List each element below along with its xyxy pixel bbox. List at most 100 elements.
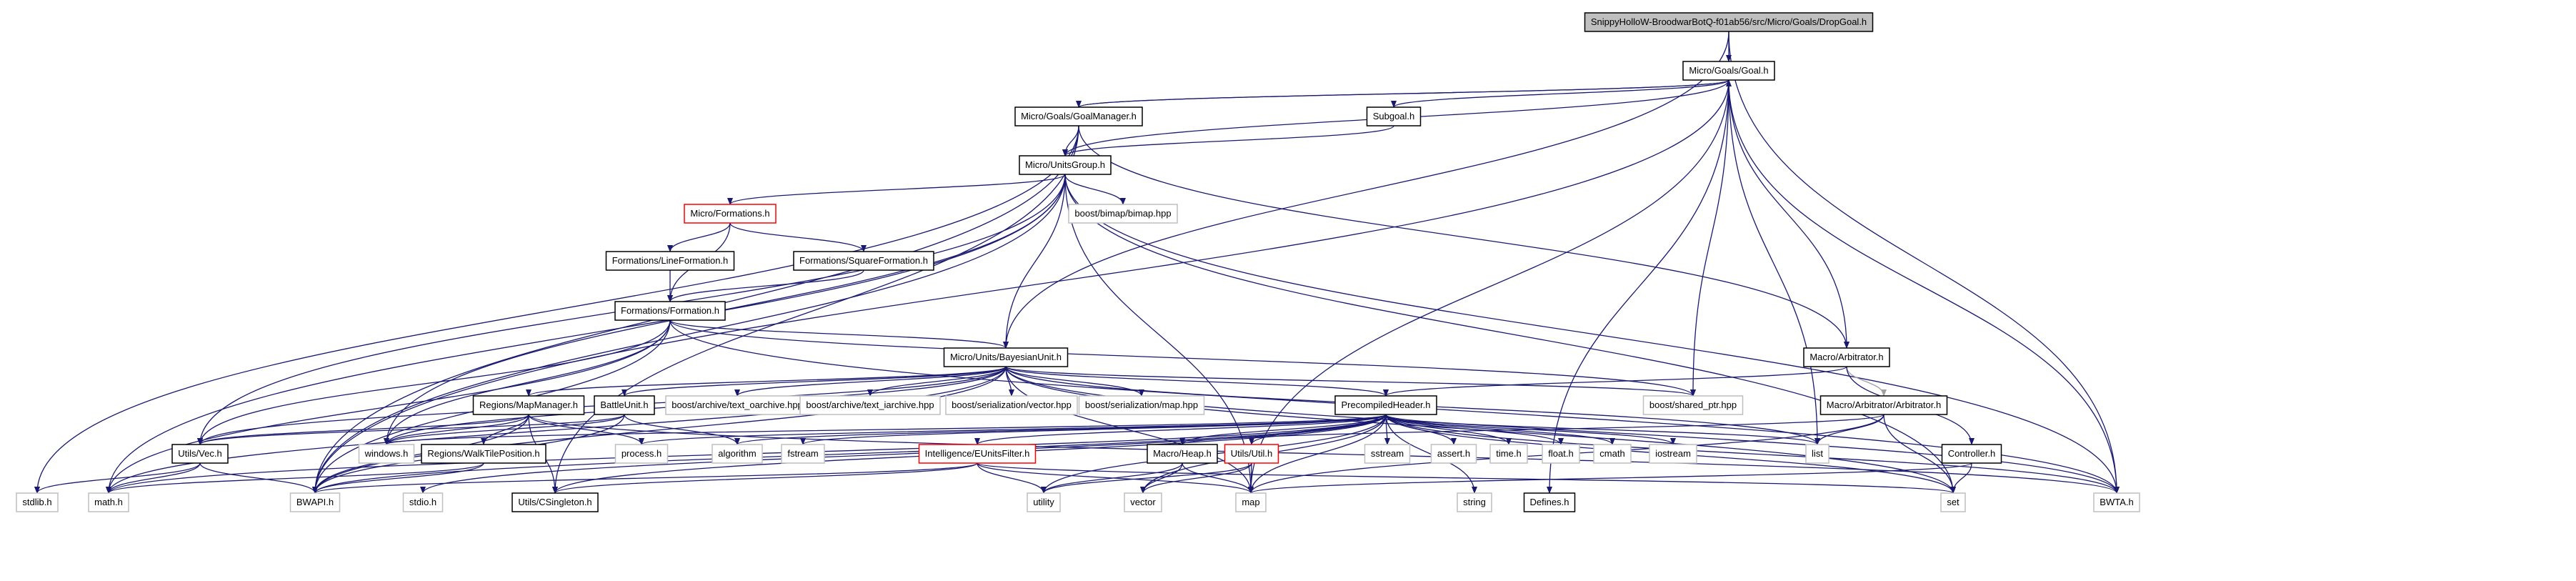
node-label: Macro/Arbitrator/Arbitrator.h [1827, 399, 1941, 410]
edge-bayes-to-map [1005, 366, 1254, 494]
node-battleunit-h[interactable]: BattleUnit.h [594, 395, 655, 415]
edge-eunits-to-bwapi [312, 462, 978, 494]
node-label: sstream [1371, 448, 1404, 459]
node-label: assert.h [1437, 448, 1470, 459]
edge-precomp-to-fstream [800, 414, 1387, 445]
node-micro-formations-h[interactable]: Micro/Formations.h [684, 204, 777, 224]
node-label: boost/archive/text_iarchive.hpp [806, 399, 934, 410]
edge-bayes-to-oarchive [734, 366, 1007, 397]
edge-root-to-bayes [1003, 31, 1729, 349]
node-defines-h[interactable]: Defines.h [1523, 492, 1576, 512]
edge-unitsgroup-to-mathh [106, 174, 1066, 494]
node-label: map [1242, 497, 1259, 507]
node-map: map [1235, 492, 1267, 512]
node-iostream: iostream [1649, 444, 1697, 464]
node-label: Regions/WalkTilePosition.h [427, 448, 539, 459]
node-boost-bimap-bimap-hpp: boost/bimap/bimap.hpp [1068, 204, 1178, 224]
edge-mapmgr-to-process [528, 414, 644, 445]
node-intelligence-eunitsfilter-h[interactable]: Intelligence/EUnitsFilter.h [918, 444, 1037, 464]
node-list: list [1805, 444, 1829, 464]
node-macro-arbitrator-arbitrator-h[interactable]: Macro/Arbitrator/Arbitrator.h [1819, 395, 1948, 415]
edge-precomp-to-string [1385, 414, 1477, 494]
node-regions-walktileposition-h[interactable]: Regions/WalkTilePosition.h [421, 444, 546, 464]
edge-goal-to-bwta [1728, 79, 2120, 494]
edge-battleunit-to-algorithm [624, 414, 740, 445]
node-label: fstream [787, 448, 818, 459]
node-label: math.h [94, 497, 123, 507]
edge-bayes-to-mapmgr [526, 366, 1007, 397]
edge-utilsvec-to-bwapi [199, 462, 318, 494]
edge-arbarb-to-set [1883, 414, 1956, 494]
node-process-h: process.h [614, 444, 669, 464]
edge-formations-to-squareform [729, 222, 867, 252]
node-utils-vec-h[interactable]: Utils/Vec.h [171, 444, 229, 464]
node-label: boost/serialization/map.hpp [1085, 399, 1198, 410]
node-utils-csingleton-h[interactable]: Utils/CSingleton.h [511, 492, 599, 512]
node-fstream: fstream [781, 444, 825, 464]
node-label: Intelligence/EUnitsFilter.h [925, 448, 1030, 459]
edge-squareform-to-formation [667, 269, 864, 302]
node-label: Micro/UnitsGroup.h [1025, 159, 1105, 170]
node-utility: utility [1027, 492, 1061, 512]
edge-mapmgr-to-bwta [528, 414, 2120, 494]
node-label: BattleUnit.h [600, 399, 648, 410]
edge-goal-to-map [1248, 79, 1729, 494]
node-micro-goals-goal-h[interactable]: Micro/Goals/Goal.h [1682, 61, 1775, 81]
node-boost-archive-text-oarchive-hpp: boost/archive/text_oarchive.hpp [665, 395, 809, 415]
edge-bayes-to-battleunit [621, 366, 1007, 397]
node-micro-units-bayesianunit-h[interactable]: Micro/Units/BayesianUnit.h [943, 347, 1069, 367]
node-regions-mapmanager-h[interactable]: Regions/MapManager.h [472, 395, 585, 415]
node-micro-goals-goalmanager-h[interactable]: Micro/Goals/GoalManager.h [1014, 106, 1143, 126]
node-label: Macro/Heap.h [1153, 448, 1212, 459]
node-formations-formation-h[interactable]: Formations/Formation.h [614, 301, 726, 321]
node-boost-serialization-map-hpp: boost/serialization/map.hpp [1078, 395, 1205, 415]
edge-goal-to-subgoal [1391, 79, 1729, 108]
node-label: BWTA.h [2100, 497, 2133, 507]
node-label: cmath [1599, 448, 1624, 459]
edge-subgoal-to-unitsgroup [1062, 125, 1394, 157]
node-micro-unitsgroup-h[interactable]: Micro/UnitsGroup.h [1019, 155, 1112, 175]
node-algorithm: algorithm [712, 444, 763, 464]
node-label: SnippyHolloW-BroodwarBotQ-f01ab56/src/Mi… [1591, 16, 1867, 27]
node-precompiledheader-h[interactable]: PrecompiledHeader.h [1334, 395, 1437, 415]
edge-precomp-to-windows [384, 414, 1387, 445]
edge-precomp-to-bwta [1385, 414, 2120, 494]
edge-unitsgroup-to-formations [727, 174, 1066, 205]
node-label: process.h [621, 448, 662, 459]
node-label: boost/serialization/vector.hpp [952, 399, 1072, 410]
edge-arbarb-to-macroheap [1179, 414, 1884, 445]
edge-controller-to-map [1248, 462, 1972, 494]
edge-precomp-to-float [1385, 414, 1564, 445]
edge-utilsvec-to-mathh [106, 462, 201, 494]
edge-precomp-to-stdio [420, 414, 1387, 494]
edge-precomp-to-eunits [974, 414, 1387, 445]
edge-utilsutil-to-vector [1140, 462, 1252, 494]
edge-goal-to-arbitrator [1728, 79, 1849, 349]
node-label: windows.h [364, 448, 409, 459]
node-label: Utils/Util.h [1231, 448, 1273, 459]
edge-bayes-to-iarchive [867, 366, 1007, 397]
edge-goalmgr-to-csingleton [552, 125, 1079, 494]
node-macro-heap-h[interactable]: Macro/Heap.h [1147, 444, 1218, 464]
node-formations-squareformation-h[interactable]: Formations/SquareFormation.h [793, 251, 934, 271]
edge-bayes-to-bwta [1005, 366, 2120, 494]
node-label: Micro/Units/BayesianUnit.h [950, 352, 1062, 362]
node-snippyhollow-broodwarbotq-f01ab56-src-micro-goals-dropgoal-h[interactable]: SnippyHolloW-BroodwarBotQ-f01ab56/src/Mi… [1584, 12, 1874, 32]
node-formations-lineformation-h[interactable]: Formations/LineFormation.h [605, 251, 735, 271]
node-set: set [1940, 492, 1966, 512]
node-label: Controller.h [1948, 448, 1995, 459]
edge-eunits-to-set [977, 462, 1956, 494]
node-label: Utils/CSingleton.h [518, 497, 591, 507]
node-boost-archive-text-iarchive-hpp: boost/archive/text_iarchive.hpp [799, 395, 941, 415]
node-label: Defines.h [1530, 497, 1569, 507]
dependency-nodes: SnippyHolloW-BroodwarBotQ-f01ab56/src/Mi… [16, 12, 2140, 512]
node-utils-util-h[interactable]: Utils/Util.h [1224, 444, 1279, 464]
node-controller-h[interactable]: Controller.h [1941, 444, 2002, 464]
edge-root-to-bwta [1728, 31, 2120, 494]
node-boost-serialization-vector-hpp: boost/serialization/vector.hpp [945, 395, 1078, 415]
node-label: Macro/Arbitrator.h [1809, 352, 1883, 362]
edge-bayes-to-sermap [1005, 366, 1144, 397]
node-subgoal-h[interactable]: Subgoal.h [1366, 106, 1422, 126]
node-macro-arbitrator-h[interactable]: Macro/Arbitrator.h [1803, 347, 1890, 367]
node-string: string [1457, 492, 1492, 512]
